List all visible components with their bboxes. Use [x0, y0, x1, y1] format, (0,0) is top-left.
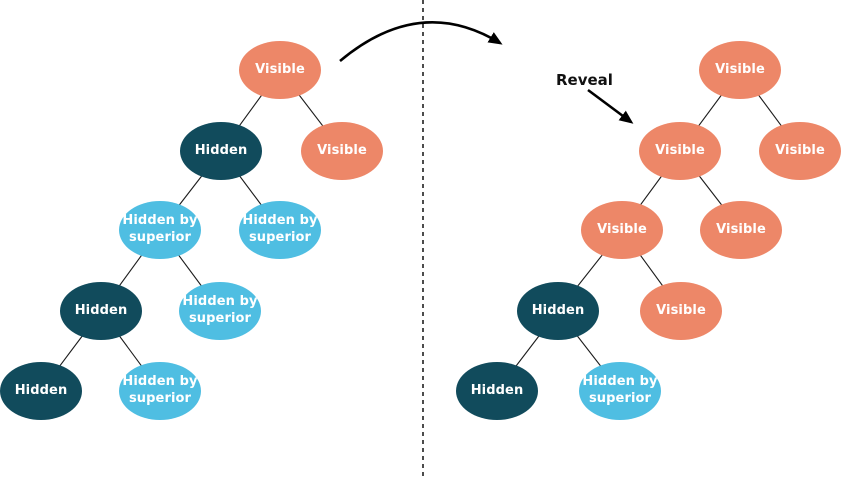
tree-node-label: Hidden [194, 142, 248, 158]
tree-node-hidden: Hidden [60, 282, 142, 340]
reveal-arrow [587, 88, 634, 124]
tree-node-label: Visible [255, 61, 305, 77]
tree-node-hidden-by-superior: Hidden by superior [579, 362, 661, 420]
tree-node-label: Visible [715, 61, 765, 77]
tree-node-label: Hidden by superior [582, 374, 658, 406]
tree-node-visible: Visible [699, 41, 781, 99]
transform-arrow [339, 21, 503, 62]
tree-node-label: Hidden by superior [182, 294, 258, 326]
tree-node-label: Visible [655, 142, 705, 158]
tree-node-hidden-by-superior: Hidden by superior [179, 282, 261, 340]
tree-node-label: Hidden [74, 302, 128, 318]
tree-node-visible: Visible [640, 282, 722, 340]
tree-node-label: Hidden [14, 382, 68, 398]
tree-node-label: Visible [716, 221, 766, 237]
tree-node-label: Visible [656, 302, 706, 318]
tree-node-visible: Visible [239, 41, 321, 99]
tree-node-visible: Visible [759, 122, 841, 180]
tree-node-hidden-by-superior: Hidden by superior [239, 201, 321, 259]
tree-node-label: Hidden [531, 302, 585, 318]
tree-node-label: Visible [317, 142, 367, 158]
tree-node-label: Hidden by superior [242, 213, 318, 245]
tree-node-hidden: Hidden [0, 362, 82, 420]
tree-node-label: Hidden by superior [122, 213, 198, 245]
tree-node-label: Visible [775, 142, 825, 158]
tree-node-hidden: Hidden [517, 282, 599, 340]
tree-node-label: Hidden [470, 382, 524, 398]
tree-node-hidden: Hidden [180, 122, 262, 180]
tree-node-label: Hidden by superior [122, 374, 198, 406]
tree-node-hidden: Hidden [456, 362, 538, 420]
tree-node-visible: Visible [301, 122, 383, 180]
reveal-label: Reveal [556, 71, 613, 89]
tree-node-visible: Visible [639, 122, 721, 180]
tree-node-visible: Visible [700, 201, 782, 259]
tree-node-hidden-by-superior: Hidden by superior [119, 362, 201, 420]
tree-node-visible: Visible [581, 201, 663, 259]
tree-node-label: Visible [597, 221, 647, 237]
tree-node-hidden-by-superior: Hidden by superior [119, 201, 201, 259]
